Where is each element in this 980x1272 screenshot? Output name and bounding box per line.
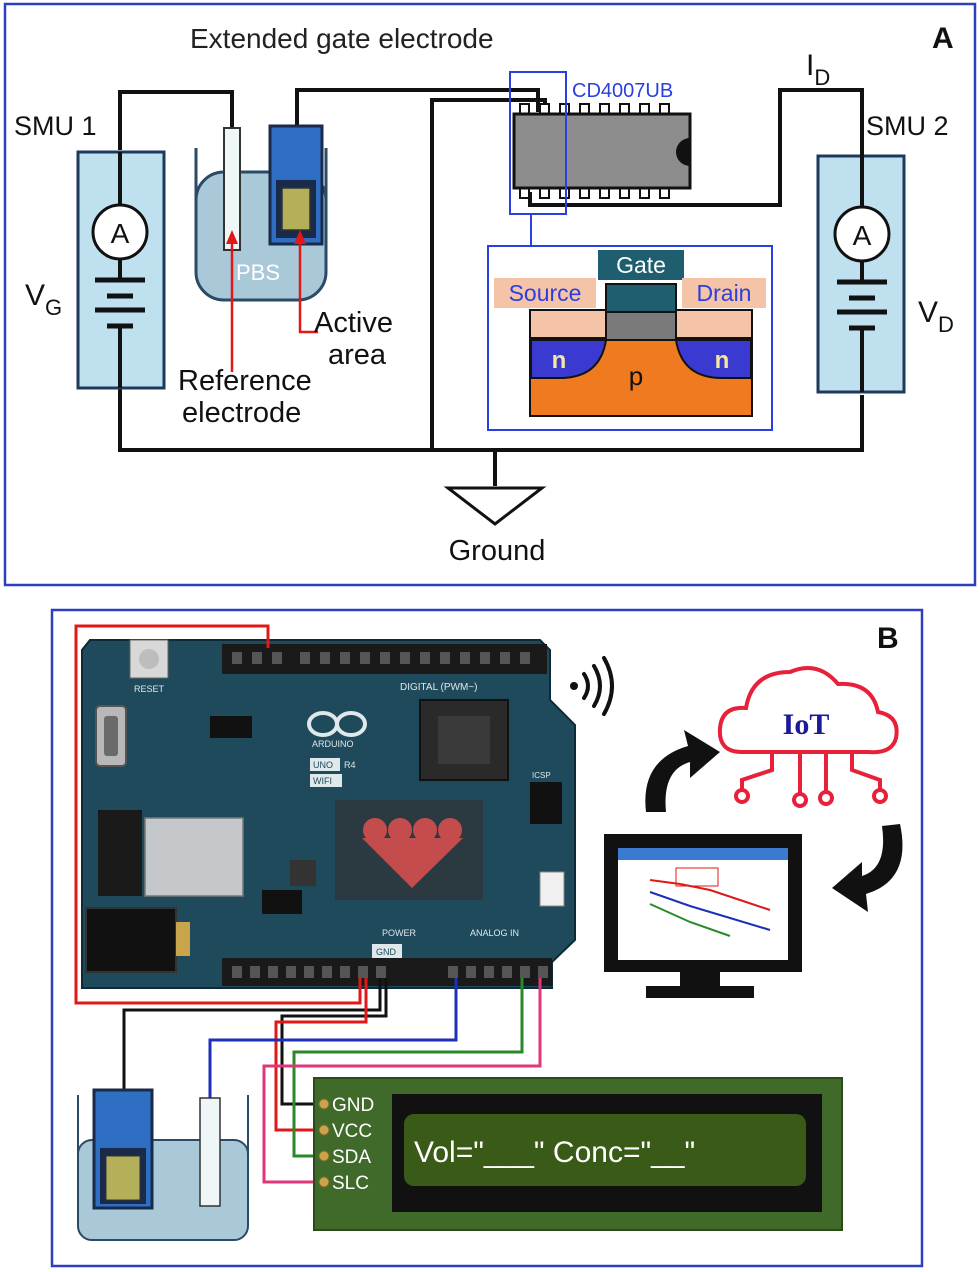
vg-label: VG	[25, 279, 62, 320]
ground-label: Ground	[449, 535, 546, 567]
smu-1-ammeter-symbol: A	[111, 218, 130, 249]
pin-slc-label: SLC	[332, 1173, 369, 1194]
pbs-beaker: PBS	[194, 124, 328, 372]
pbs-label: PBS	[236, 260, 280, 285]
lcd-module: Vol="___" Conc="__" GND VCC SDA SLC	[313, 1077, 843, 1231]
smu-1-label: SMU 1	[14, 111, 97, 141]
source-label: Source	[509, 280, 582, 306]
gate-label-bg	[598, 250, 684, 280]
download-arrow-icon	[832, 824, 903, 912]
reference-arrow-icon	[226, 230, 238, 244]
panel-b-wires	[74, 624, 542, 1184]
panel-b-reference-electrode-icon	[199, 1097, 221, 1207]
chip-body	[512, 112, 692, 190]
wifi-label: WIFI	[313, 776, 332, 786]
gnd-silkscreen-label: GND	[376, 947, 397, 957]
gate-label: Gate	[616, 252, 666, 278]
lcd-screen	[404, 1114, 806, 1186]
iot-cloud-icon	[717, 666, 899, 808]
panel-b-label: B	[877, 622, 899, 655]
pin-gnd-label: GND	[332, 1095, 374, 1116]
gate-electrode	[605, 283, 677, 313]
drain-label: Drain	[697, 280, 752, 306]
monitor-screen-plot	[649, 867, 771, 937]
uno-label: UNO	[313, 760, 333, 770]
ground-symbol-icon	[443, 486, 547, 526]
vd-label: VD	[918, 296, 954, 337]
reset-label: RESET	[134, 684, 165, 694]
chip-highlight-box	[509, 71, 567, 215]
dc-jack-icon	[85, 907, 177, 973]
panel-a-label: A	[932, 22, 954, 55]
chip-notch	[676, 138, 690, 166]
p-label: p	[629, 361, 643, 391]
panel-b-beaker	[77, 1088, 249, 1241]
icsp-header	[530, 782, 562, 824]
extended-gate-title: Extended gate electrode	[190, 23, 494, 54]
id-label: ID	[806, 49, 830, 90]
panel-b-active-pad	[105, 1155, 141, 1201]
gate-oxide	[605, 309, 677, 341]
n-left-label: n	[552, 347, 567, 374]
arduino-board: DIGITAL (PWM~) RESET ARDUINO UN	[81, 639, 576, 989]
cd4007ub-chip	[509, 71, 692, 246]
upload-arrow-icon	[645, 730, 720, 812]
smu-2-label: SMU 2	[866, 111, 949, 141]
r4-label: R4	[344, 760, 356, 770]
icsp-label: ICSP	[532, 771, 551, 780]
arduino-logo-icon	[307, 711, 367, 737]
power-label: POWER	[382, 928, 417, 938]
wifi-module	[144, 817, 244, 897]
digital-label: DIGITAL (PWM~)	[400, 682, 478, 693]
monitor-base	[646, 986, 754, 998]
source-label-bg	[494, 278, 596, 308]
smu-1: A	[76, 150, 166, 390]
led-matrix-heart	[362, 818, 463, 888]
n-right-label: n	[715, 347, 730, 374]
iot-label: IoT	[783, 708, 830, 741]
n-region-left	[530, 339, 608, 379]
monitor-icon	[604, 834, 802, 998]
monitor-neck	[680, 972, 720, 986]
microcontroller-chip	[419, 699, 509, 781]
wireless-icon	[570, 656, 614, 716]
analog-label: ANALOG IN	[470, 928, 519, 938]
pin-sda-label: SDA	[332, 1147, 371, 1168]
drain-label-bg	[682, 278, 766, 308]
smu-2: A	[816, 150, 906, 394]
active-area-pad	[281, 187, 311, 231]
lcd-text: Vol="___" Conc="__"	[414, 1136, 695, 1169]
active-area-arrow-icon	[294, 230, 306, 244]
arduino-brand-label: ARDUINO	[312, 739, 354, 749]
chip-label: CD4007UB	[572, 80, 673, 102]
monitor-screen	[618, 848, 788, 960]
smu-2-ammeter-symbol: A	[853, 220, 872, 251]
n-region-right	[674, 339, 752, 379]
panel-a: A Extended gate electrode A	[3, 2, 977, 587]
pin-vcc-label: VCC	[332, 1121, 372, 1142]
mosfet-cross-section: Gate Source Drain n n p	[487, 245, 773, 431]
panel-b: B DIGITAL (PWM~) RESET	[50, 608, 924, 1268]
